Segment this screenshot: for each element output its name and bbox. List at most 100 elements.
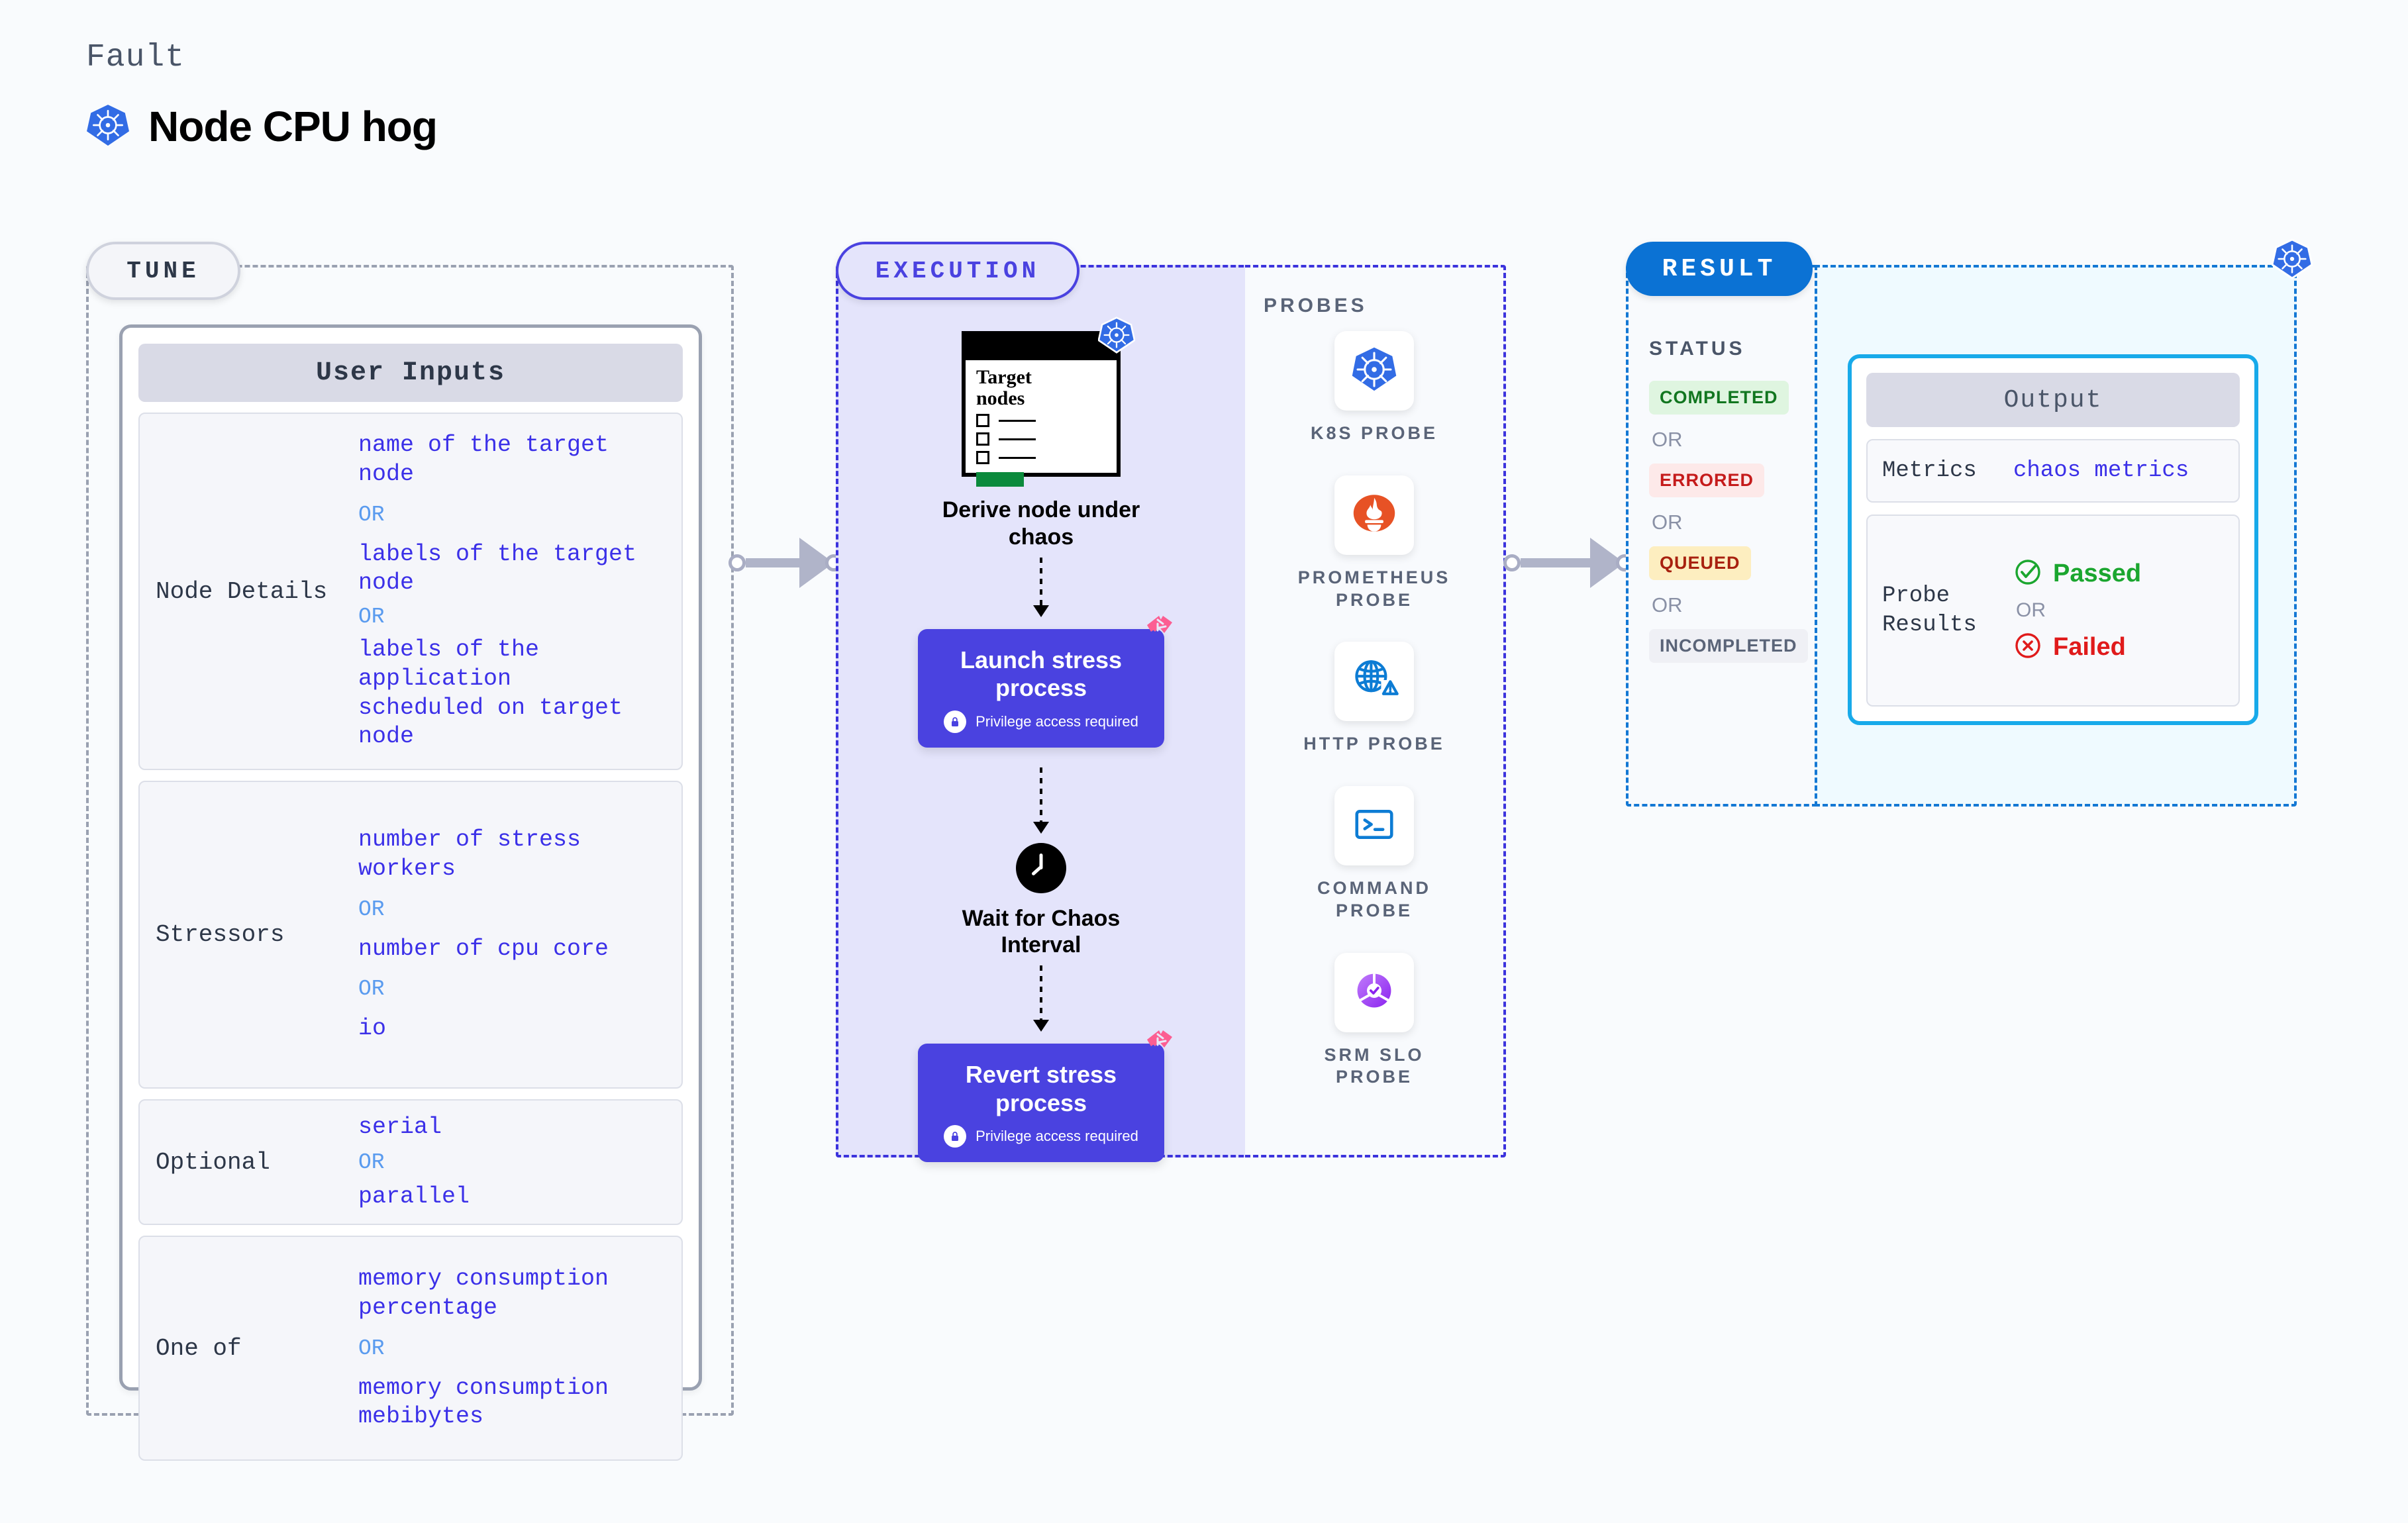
status-badge-queued: QUEUED [1649,546,1751,580]
value-cpu-core: number of cpu core [358,935,609,962]
status-title: STATUS [1649,338,1746,360]
probe-label-prometheus: PROMETHEUS PROBE [1297,567,1451,610]
flow-arrow-icon [1033,767,1049,834]
probe-item-srm-slo[interactable]: SRM SLO PROBE [1288,952,1460,1089]
connector-tune-to-execution [728,538,842,588]
input-label-optional: Optional [156,1148,270,1176]
input-values-node-details: name of the target node OR labels of the… [358,431,681,752]
step-sub-launch-stress: Privilege access required [976,712,1138,730]
output-row-probe-results: Probe Results Passed OR [1866,515,2240,707]
value-memory-percentage: memory consumption percentage [358,1265,609,1321]
page-title: Node CPU hog [148,103,438,150]
probe-item-prometheus[interactable]: PROMETHEUS PROBE [1288,475,1460,612]
probe-label-http: HTTP PROBE [1303,734,1445,754]
target-card-body: Target nodes [966,360,1117,487]
probe-passed-label: Passed [2053,560,2142,587]
probe-label-k8s: K8S PROBE [1310,423,1438,443]
slo-gauge-icon [1350,966,1399,1018]
input-values-one-of: memory consumption percentage OR memory … [358,1265,681,1432]
connector-dot [1503,554,1521,571]
input-values-optional: serial OR parallel [358,1113,681,1212]
step-caption-wait-interval: Wait for Chaos Interval [962,905,1121,958]
status-badge-completed: COMPLETED [1649,381,1789,415]
input-row-one-of: One of memory consumption percentage OR … [138,1236,683,1461]
kubernetes-icon [1097,317,1136,357]
probe-label-command: COMMAND PROBE [1317,878,1431,920]
status-badge-incompleted: INCOMPLETED [1649,629,1808,663]
tune-section-label: TUNE [86,242,240,300]
probe-item-command[interactable]: COMMAND PROBE [1288,786,1460,922]
value-serial: serial [358,1113,442,1140]
lock-icon [944,710,967,733]
check-circle-icon [2013,558,2042,590]
kubernetes-icon [2271,238,2313,283]
probe-failed-label: Failed [2053,633,2126,661]
ribbon-icon [1143,614,1174,647]
checkbox-icon [976,432,989,446]
step-revert-stress-process[interactable]: Revert stress process Privilege access r… [918,1030,1172,1163]
ribbon-icon [1143,1029,1174,1061]
or-separator: OR [1652,593,1683,616]
execution-section-label: EXECUTION [836,242,1079,300]
probe-tile [1334,331,1414,411]
x-circle-icon [2013,631,2042,663]
output-values-metrics: chaos metrics [2013,458,2238,483]
kubernetes-icon [1349,344,1399,398]
list-line [999,456,1036,459]
input-row-node-details: Node Details name of the target node OR … [138,413,683,770]
checkbox-icon [976,451,989,464]
page-header: Fault Node CPU hog [86,40,438,151]
output-values-probe-results: Passed OR Failed [2013,558,2238,663]
user-inputs-card: User Inputs Node Details name of the tar… [119,324,702,1461]
value-node-labels: labels of the target node [358,540,637,597]
probe-tile [1334,642,1414,722]
list-line [999,419,1036,422]
fault-eyebrow-label: Fault [86,40,185,75]
kubernetes-icon [86,103,130,150]
connector-bar [746,558,801,567]
connector-dot [728,554,746,571]
connector-bar [1521,558,1591,567]
clock-icon [1016,842,1066,893]
input-label-stressors: Stressors [156,921,285,948]
lock-icon [944,1125,967,1148]
target-nodes-card: Target nodes [962,317,1136,487]
input-label-one-of: One of [156,1334,242,1362]
target-list-item [976,451,1117,464]
status-badge-errored: ERRORED [1649,464,1765,497]
step-launch-stress-process[interactable]: Launch stress process Privilege access r… [918,615,1172,748]
fault-title-row: Node CPU hog [86,102,438,151]
status-list: COMPLETED OR ERRORED OR QUEUED OR INCOMP… [1649,381,1808,663]
step-caption-derive-node: Derive node under chaos [942,497,1140,550]
output-title: Output [1866,373,2240,427]
probe-item-k8s[interactable]: K8S PROBE [1311,331,1438,445]
privilege-note-row: Privilege access required [931,1125,1151,1148]
value-app-labels: labels of the application scheduled on t… [358,636,623,750]
list-line [999,438,1036,440]
target-card-title-line1: Target [976,366,1032,388]
probe-item-http[interactable]: HTTP PROBE [1303,642,1445,756]
output-label-metrics: Metrics [1882,458,1977,483]
globe-warning-icon [1350,656,1399,708]
metrics-value: chaos metrics [2013,458,2189,483]
or-separator: OR [1652,511,1683,534]
step-sub-revert-stress: Privilege access required [976,1128,1138,1145]
privilege-note-row: Privilege access required [931,710,1151,733]
target-card-title-line2: nodes [976,387,1025,409]
value-node-name: name of the target node [358,432,609,487]
or-separator: OR [2016,599,2046,621]
probes-list: K8S PROBE PROMETHEUS PROBE [1245,331,1503,1089]
or-separator: OR [358,605,385,629]
probe-result-failed: Failed [2013,631,2238,663]
value-memory-mebibytes: memory consumption mebibytes [358,1374,609,1430]
probes-title: PROBES [1264,295,1368,317]
probe-result-passed: Passed [2013,558,2238,590]
user-inputs-title: User Inputs [138,344,683,402]
flow-arrow-icon [1033,965,1049,1032]
output-card: Output Metrics chaos metrics Probe Resul… [1848,354,2258,725]
probe-label-srm-slo: SRM SLO PROBE [1324,1044,1425,1087]
flow-arrow-icon [1033,557,1049,617]
result-section-label: RESULT [1626,242,1813,296]
or-separator: OR [358,502,385,527]
value-io: io [358,1015,387,1042]
